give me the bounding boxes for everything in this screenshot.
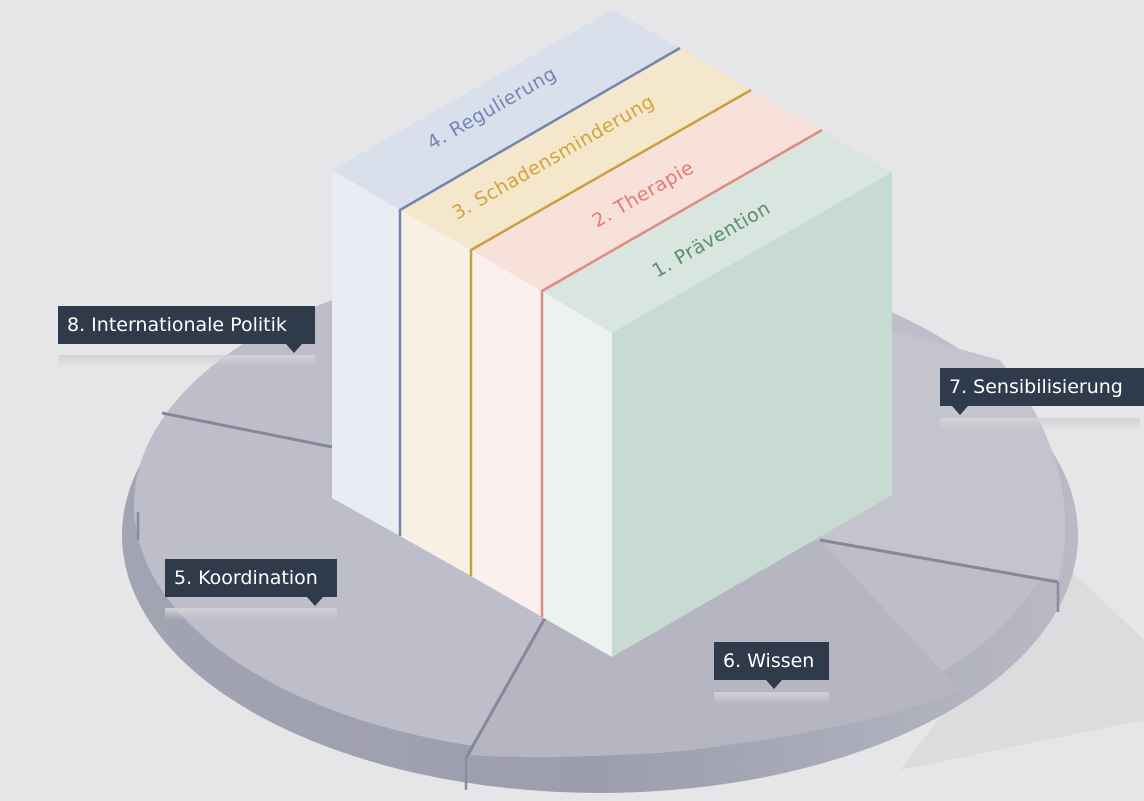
label-shadow	[714, 692, 829, 704]
segment-label-text: 8. Internationale Politik	[67, 314, 287, 336]
label-pointer	[286, 344, 302, 353]
disc-dividers	[161, 411, 1059, 759]
label-pointer	[952, 406, 968, 415]
label-shadow	[58, 355, 315, 367]
pillar-4-front	[332, 170, 400, 536]
pillar-2-top	[471, 90, 822, 291]
disc-rim-dividers	[136, 512, 1060, 790]
pillar-2-front	[471, 250, 542, 617]
pillar-3-top	[400, 48, 751, 250]
pillar-1-front	[542, 291, 612, 657]
pillar-1-side	[612, 172, 892, 657]
label-pointer	[307, 597, 323, 606]
pillar-4-top	[332, 10, 680, 210]
label-pointer	[766, 680, 782, 689]
segment-label-wissen: 6. Wissen	[714, 642, 829, 689]
segment-label-text: 5. Koordination	[174, 567, 318, 589]
segment-label-text: 6. Wissen	[723, 650, 815, 672]
segment-label-koordination: 5. Koordination	[165, 559, 337, 606]
pillar-dividers	[398, 46, 823, 617]
segment-label-internationale-politik: 8. Internationale Politik	[58, 306, 315, 353]
segment-label-text: 7. Sensibilisierung	[949, 376, 1123, 398]
label-shadow	[940, 418, 1140, 430]
segment-label-sensibilisierung: 7. Sensibilisierung	[940, 368, 1144, 415]
pillar-3-front	[400, 210, 471, 576]
disc-ground-shadow	[900, 560, 1144, 770]
pillar-1-top	[542, 130, 892, 333]
label-shadow	[165, 608, 337, 620]
cube: 4. Regulierung 3. Schadensminderung 2. T…	[332, 10, 892, 657]
